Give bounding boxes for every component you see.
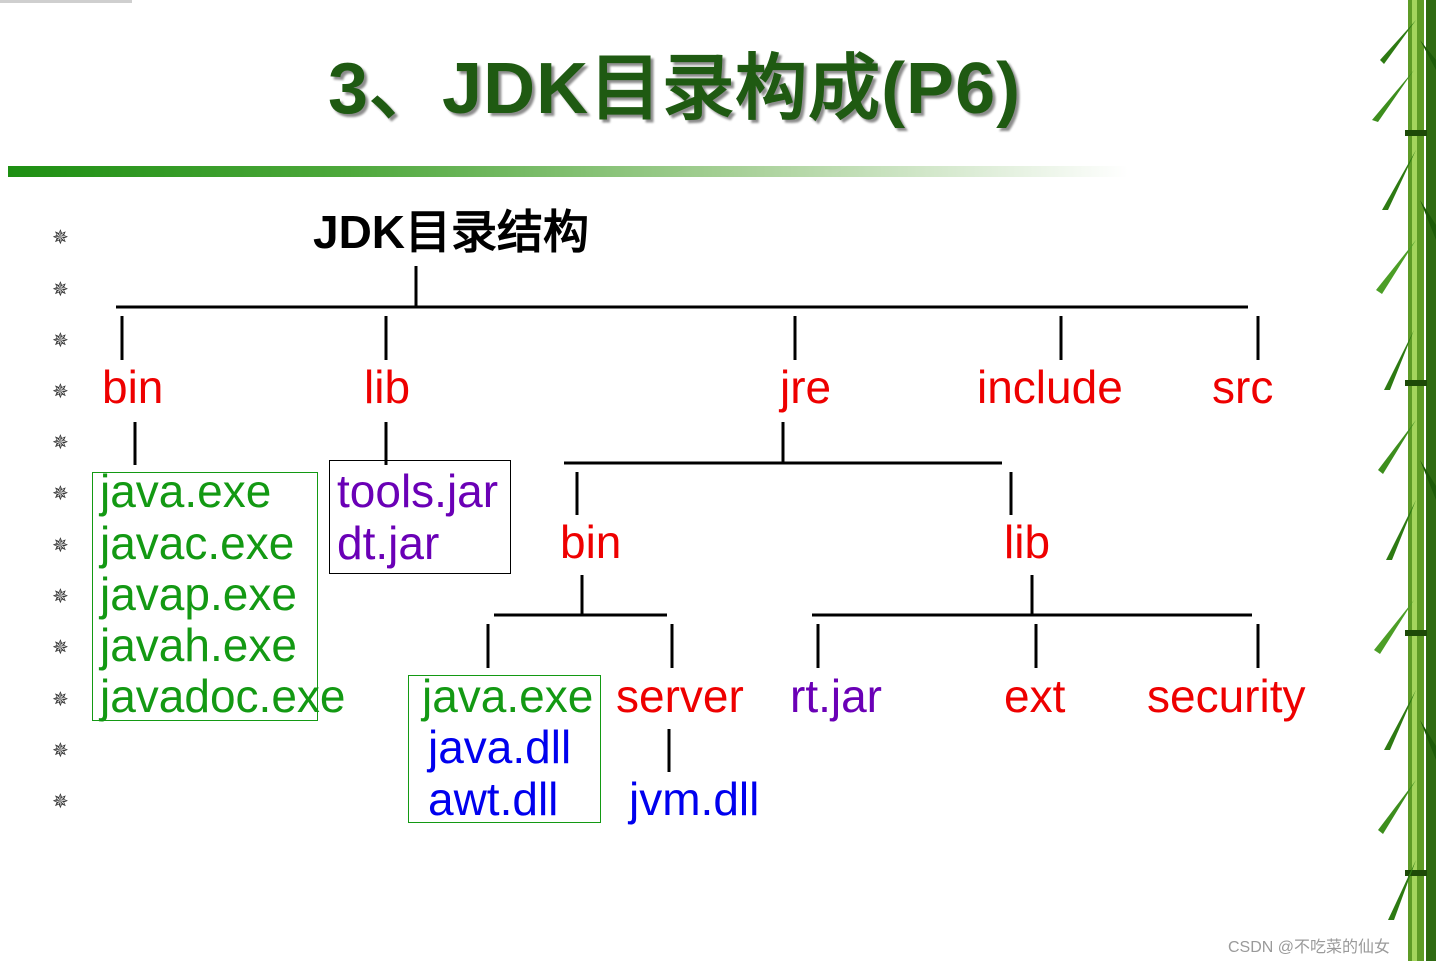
tree-root-label: JDK目录结构 xyxy=(313,209,589,255)
file-jre-java-exe: java.exe xyxy=(422,673,593,719)
folder-jre: jre xyxy=(780,364,831,410)
file-rt-jar: rt.jar xyxy=(790,673,882,719)
folder-bin: bin xyxy=(102,364,163,410)
file-javah-exe: javah.exe xyxy=(100,622,297,668)
file-java-dll: java.dll xyxy=(428,724,571,770)
file-javap-exe: javap.exe xyxy=(100,571,297,617)
file-javadoc-exe: javadoc.exe xyxy=(100,673,346,719)
folder-jre-bin: bin xyxy=(560,519,621,565)
file-dt-jar: dt.jar xyxy=(337,520,439,566)
csdn-watermark: CSDN @不吃菜的仙女 xyxy=(1228,933,1390,957)
file-java-exe: java.exe xyxy=(100,468,271,514)
folder-server: server xyxy=(616,673,744,719)
folder-security: security xyxy=(1147,673,1305,719)
folder-lib: lib xyxy=(364,364,410,410)
file-awt-dll: awt.dll xyxy=(428,776,558,822)
folder-src: src xyxy=(1212,364,1273,410)
file-javac-exe: javac.exe xyxy=(100,520,294,566)
folder-include: include xyxy=(977,364,1123,410)
folder-jre-lib: lib xyxy=(1004,519,1050,565)
folder-ext: ext xyxy=(1004,673,1065,719)
file-tools-jar: tools.jar xyxy=(337,468,498,514)
file-jvm-dll: jvm.dll xyxy=(629,776,759,822)
